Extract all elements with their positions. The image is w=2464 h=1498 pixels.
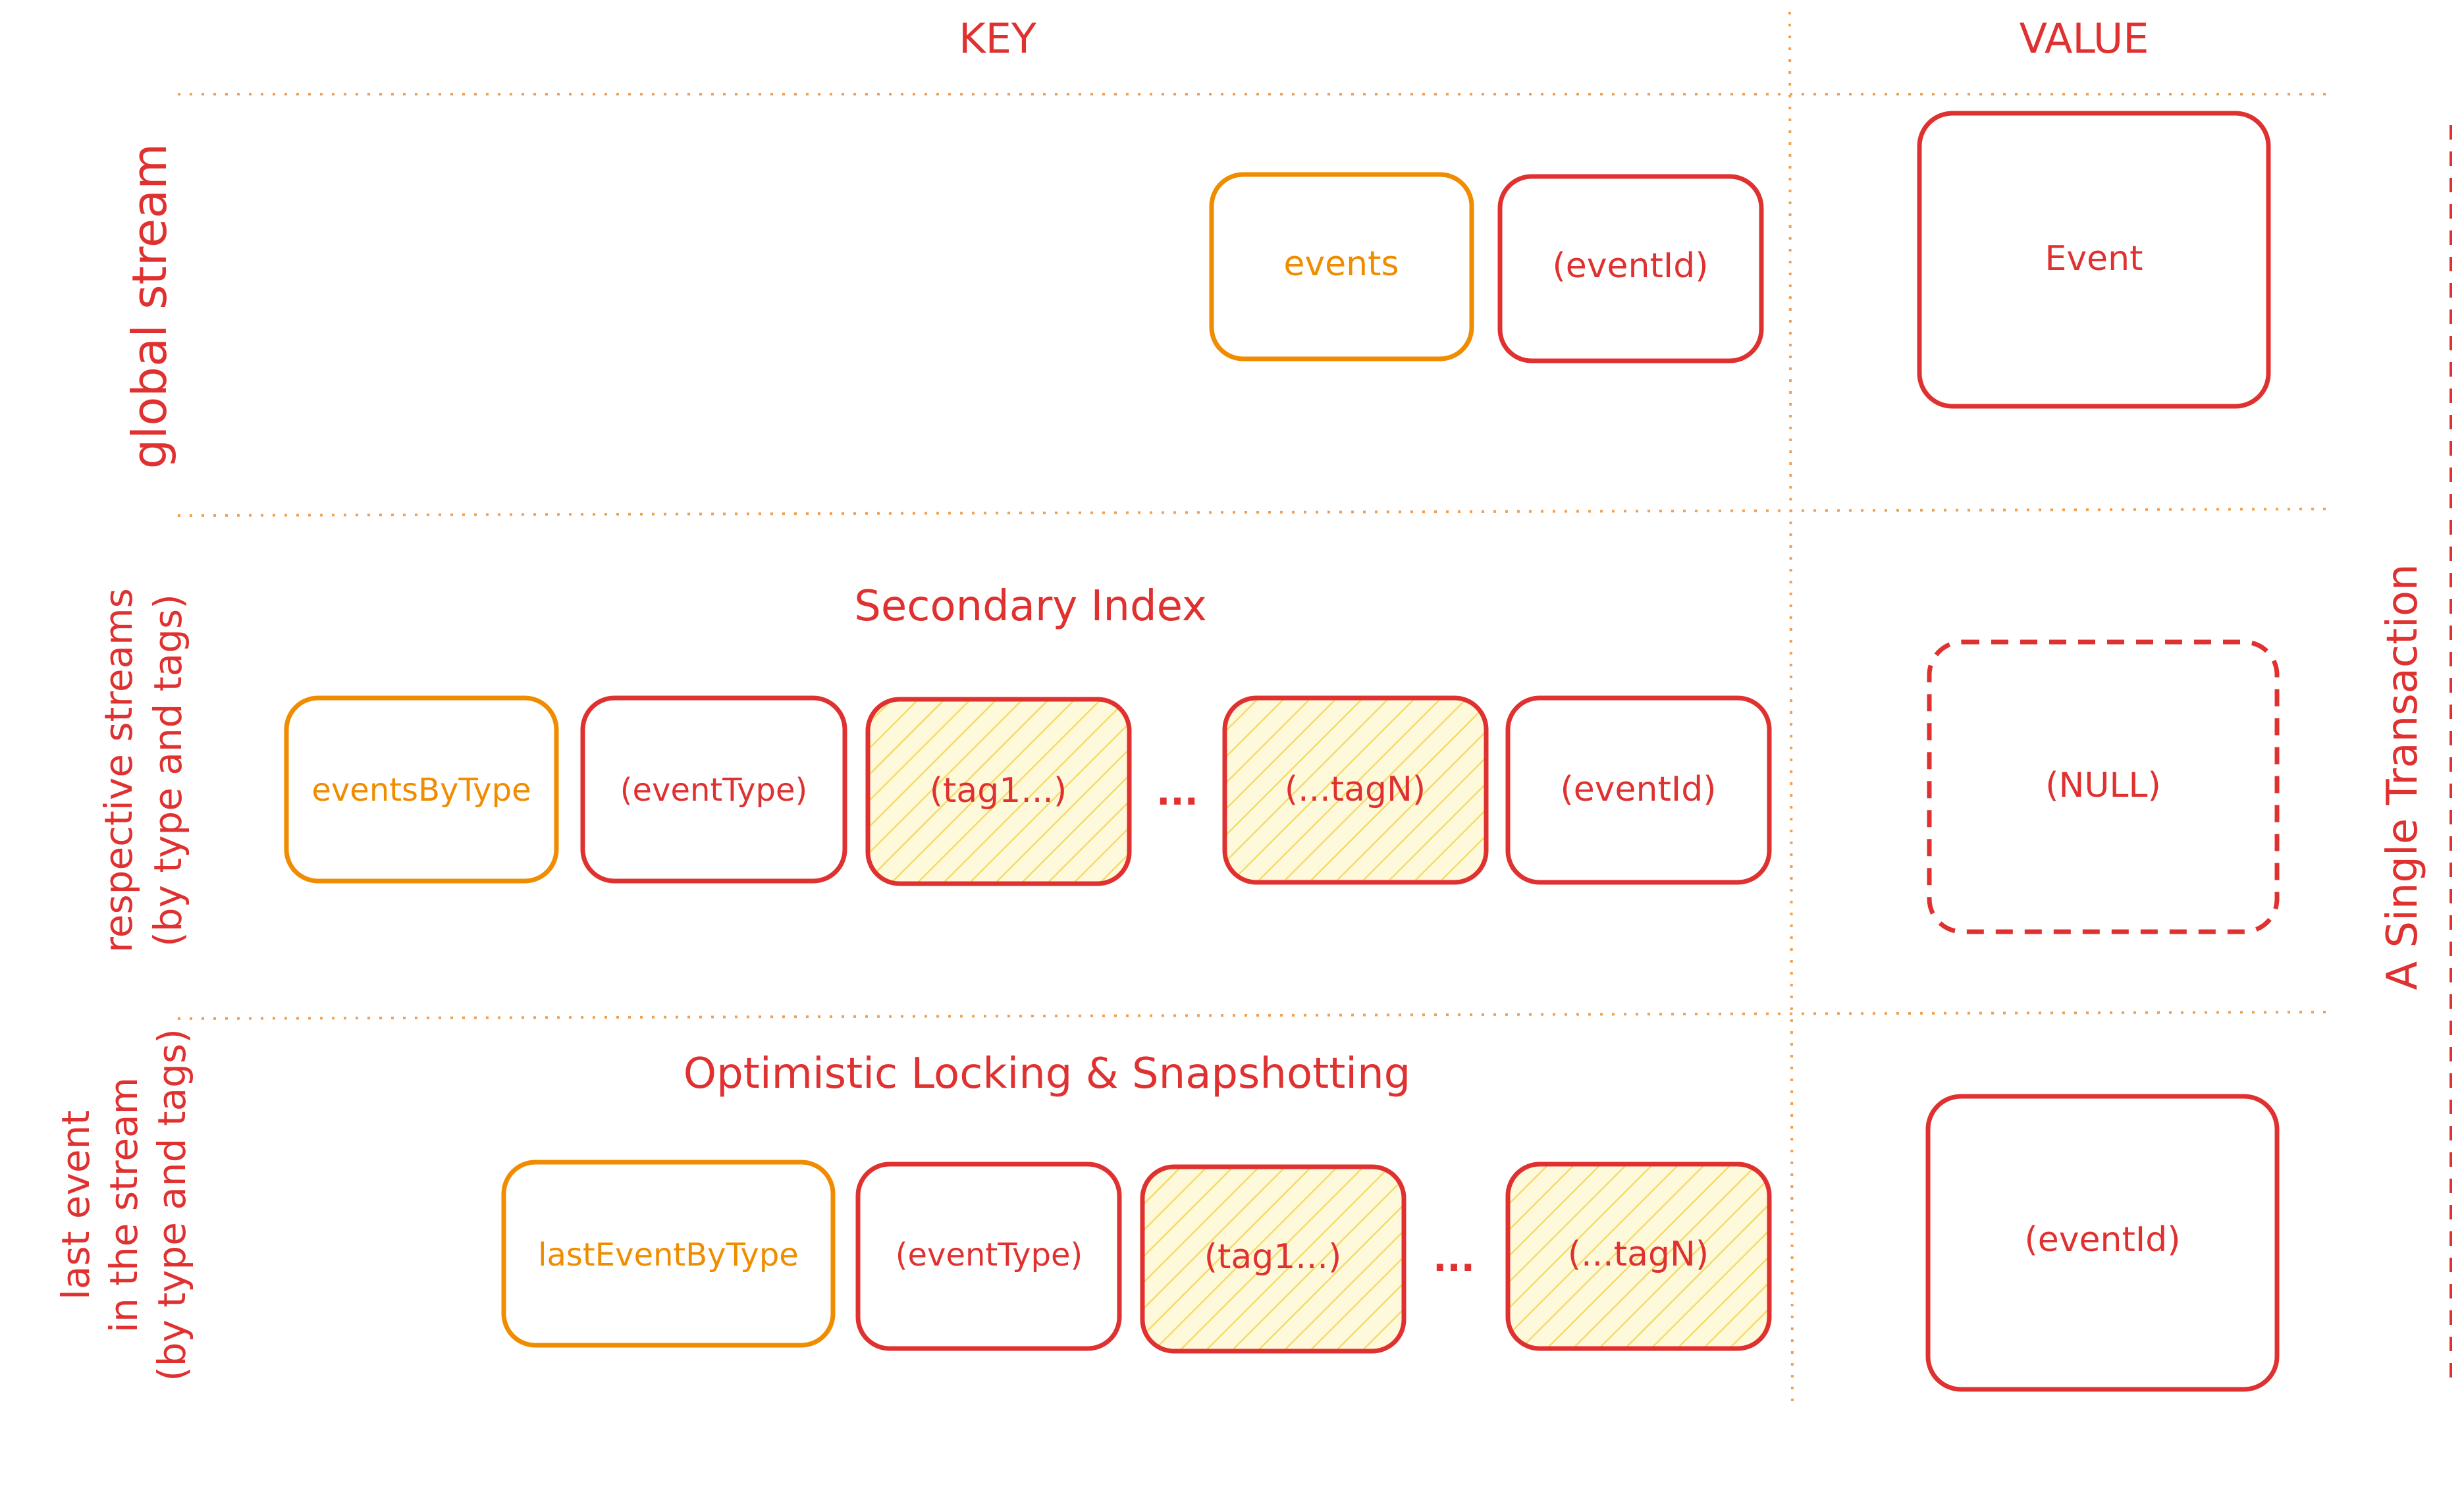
- section-title-secondary-index: Secondary Index: [854, 582, 1206, 631]
- last-key-lasteventbytype-box: [501, 1160, 836, 1348]
- row-divider-2: [177, 1011, 2335, 1020]
- resp-key-eventid: (eventId): [1505, 695, 1772, 885]
- row-label-global-stream: global stream: [122, 144, 177, 469]
- last-key-lasteventbytype-label: lastEventByType: [538, 1237, 799, 1273]
- last-value-eventid: (eventId): [1925, 1094, 2280, 1392]
- resp-key-eventid-box: [1505, 695, 1772, 885]
- row-label-global-stream-line-1: global stream: [122, 144, 177, 469]
- section-title-optimistic-locking: Optimistic Locking & Snapshotting: [683, 1050, 1411, 1098]
- resp-key-eventtype-box: [580, 695, 847, 884]
- last-key-eventtype: (eventType): [855, 1162, 1122, 1351]
- row-label-respective-line-1: respective streams: [96, 588, 141, 953]
- last-key-tag1-label: (tag1...): [1204, 1237, 1342, 1277]
- resp-key-tag1-box: [865, 697, 1132, 886]
- last-key-tagn: (...tagN): [1505, 1162, 1772, 1351]
- global-key-events-box: [1209, 172, 1474, 361]
- resp-key-ellipsis: ...: [1156, 771, 1198, 814]
- global-key-eventid: (eventId): [1497, 174, 1764, 363]
- resp-key-eventsbytype-box: [284, 695, 559, 884]
- resp-key-eventid-label: (eventId): [1560, 770, 1716, 809]
- global-key-events: events: [1209, 172, 1474, 361]
- resp-key-tagn-box: [1222, 695, 1489, 885]
- row-label-last-event-line-3: (by type and tags): [149, 1029, 194, 1381]
- last-key-tagn-label: (...tagN): [1568, 1235, 1709, 1274]
- column-divider: [1788, 11, 1794, 1410]
- resp-key-tag1-label: (tag1...): [930, 771, 1067, 811]
- resp-key-eventsbytype-label: eventsByType: [311, 772, 531, 809]
- resp-value-null-label: (NULL): [2045, 766, 2160, 805]
- last-value-eventid-label: (eventId): [2024, 1220, 2180, 1260]
- last-key-eventtype-label: (eventType): [896, 1237, 1083, 1273]
- resp-value-null: (NULL): [1927, 639, 2280, 934]
- row-divider-1: [177, 508, 2335, 517]
- resp-key-eventsbytype: eventsByType: [284, 695, 559, 884]
- resp-value-null-box: [1927, 639, 2280, 934]
- last-key-lasteventbytype: lastEventByType: [501, 1160, 836, 1348]
- row-label-respective-line-2: (by type and tags): [146, 594, 190, 947]
- resp-key-eventtype-label: (eventType): [620, 772, 807, 809]
- value-header: VALUE: [2020, 14, 2149, 63]
- key-header: KEY: [959, 14, 1036, 63]
- global-key-eventid-label: (eventId): [1552, 246, 1708, 286]
- last-key-tag1-box: [1140, 1164, 1406, 1354]
- global-key-events-label: events: [1283, 244, 1399, 284]
- global-key-eventid-box: [1497, 174, 1764, 363]
- global-value-event: Event: [1917, 111, 2271, 409]
- resp-key-tagn-label: (...tagN): [1285, 770, 1426, 809]
- resp-key-tag1: (tag1...): [865, 697, 1132, 886]
- resp-key-tagn: (...tagN): [1222, 695, 1489, 885]
- last-key-tag1: (tag1...): [1140, 1164, 1406, 1354]
- row-label-last-event-line-2: in the stream: [101, 1077, 146, 1333]
- row-label-last-event-line-1: last event: [53, 1110, 98, 1300]
- global-value-event-label: Event: [2045, 239, 2143, 279]
- last-value-eventid-box: [1925, 1094, 2280, 1392]
- last-key-ellipsis: ...: [1433, 1237, 1475, 1280]
- transaction-label: A Single Transaction: [2378, 564, 2427, 990]
- row-label-last-event: last event in the stream (by type and ta…: [53, 1029, 194, 1381]
- transaction-label-text: A Single Transaction: [2378, 564, 2427, 990]
- last-key-eventtype-box: [855, 1162, 1122, 1351]
- last-key-tagn-box: [1505, 1162, 1772, 1351]
- resp-key-eventtype: (eventType): [580, 695, 847, 884]
- row-label-respective-streams: respective streams (by type and tags): [96, 588, 190, 953]
- global-value-event-box: [1917, 111, 2271, 409]
